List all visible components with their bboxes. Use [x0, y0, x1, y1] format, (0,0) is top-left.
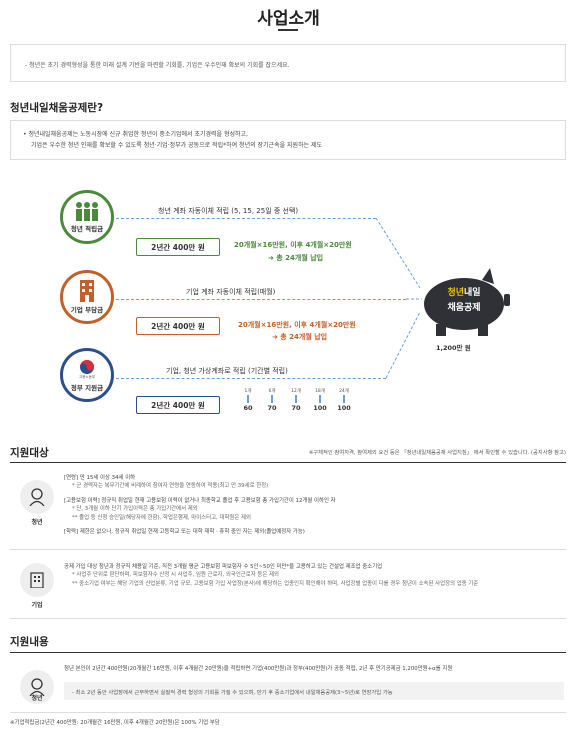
gov-schedule-month: 1개 [244, 389, 252, 394]
youth-insurance: [고용보험 이력] 정규직 취업일 현재 고용보험 이력이 없거나 최종학교 졸… [64, 497, 336, 504]
piggy-bank-icon [424, 268, 510, 336]
support-top-line [10, 652, 566, 653]
gov-schedule: 1개 60 6개 70 12개 70 18개 100 24개 100 [236, 388, 366, 420]
building-icon [80, 280, 94, 302]
overview-heading: 청년내일채움공제란? [10, 102, 104, 114]
gov-schedule-month: 24개 [339, 389, 349, 394]
gov-pill: 2년간 400만 원 [136, 396, 220, 414]
target-youth-label: 청년 [31, 519, 43, 526]
gov-schedule-item: 18개 100 [308, 388, 332, 412]
gov-head: 기업, 청년 가상계좌로 적립 (기간별 적립) [166, 367, 288, 375]
person-icon [29, 488, 45, 506]
youth-education: [학력] 제한은 없으나, 정규직 취업일 현재 고등학교 또는 대학 재학 ·… [64, 528, 305, 535]
gov-seal-text: 고용노동부 [78, 374, 96, 379]
gov-schedule-tick [247, 395, 249, 403]
company-dash [116, 299, 406, 300]
gov-circle-label: 정부 지원금 [70, 383, 104, 392]
youth-insurance-sub1: * 단, 3개월 이하 단기 가입이력은 총 가입기간에서 제외 [72, 506, 198, 513]
target-divider [10, 549, 566, 550]
company-criteria-sub2: ** 중소기업 여부는 해당 기업의 산업분류, 기업 규모, 고용보험 가입 … [72, 580, 479, 587]
youth-circle: 청년 적립금 [60, 190, 114, 244]
gov-schedule-month: 12개 [291, 389, 301, 394]
gov-dash [116, 378, 386, 379]
target-bottom-line [10, 618, 566, 619]
people-icon [76, 202, 98, 221]
footnote: ※기업적립금(2년간 400만원: 20개월간 16만원, 이후 4개월간 20… [10, 720, 220, 726]
company-criteria: 공제 가입 대상 청년과 정규직 채용일 기준, 직전 3개월 평균 고용보험 … [64, 564, 383, 570]
youth-age-sub: * 군 경력자는 복무기간에 비례하여 참여자 연령을 연동하여 적용(최고 만… [72, 483, 269, 490]
pig-label-2: 채움공제 [447, 303, 481, 313]
target-company-icon [20, 563, 54, 597]
gov-schedule-amount: 100 [337, 404, 351, 412]
gov-schedule-tick [319, 395, 321, 403]
taegeuk-icon [80, 359, 94, 374]
company-money-1: 20개월×16만원, 이후 4개월×20만원 [238, 321, 356, 329]
gov-schedule-tick [343, 395, 345, 403]
company-head: 기업 계좌 자동이체 적립(매월) [186, 288, 276, 296]
pig-label-youth: 청년 [447, 288, 464, 298]
youth-money-2: ➜ 총 24개월 납입 [268, 254, 324, 262]
youth-money-1: 20개월×16만원, 이후 4개월×20만원 [234, 241, 352, 249]
gov-schedule-month: 6개 [268, 389, 276, 394]
company-money-2: ➜ 총 24개월 납입 [272, 333, 328, 341]
company-pill: 2년간 400만 원 [136, 317, 220, 335]
company-circle: 기업 부담금 [60, 270, 114, 324]
gov-schedule-item: 12개 70 [284, 388, 308, 412]
target-note: ※구체적인 참여자격, 참여제외 요건 등은 「청년내일채움공제 사업지침」 에… [308, 450, 566, 456]
overview-line-2: 기업은 우수한 청년 인재를 확보할 수 있도록 청년·기업·정부가 공동으로 … [31, 141, 323, 149]
youth-insurance-sub2: ** 졸업 등 신청 승인일(해당자에 한함), 학업은행제, 마이스터고, 대… [72, 514, 251, 521]
intro-box: - 청년은 초기 경력형성을 통한 미래 설계 기반을 마련할 기회를, 기업은… [10, 44, 566, 82]
support-text-2-box: - 최소 2년 동안 사업장에서 근무하면서 실질적 경력 형성의 기회를 가질… [64, 682, 564, 700]
target-youth-text: [연령] 만 15세 이상 34세 이하 * 군 경력자는 복무기간에 비례하여… [64, 474, 564, 536]
target-company-label: 기업 [31, 602, 43, 609]
support-youth-label: 청년 [31, 695, 43, 702]
youth-age: [연령] 만 15세 이상 34세 이하 [64, 475, 136, 481]
target-company-text: 공제 가입 대상 청년과 정규직 채용일 기준, 직전 3개월 평균 고용보험 … [64, 563, 564, 588]
target-heading: 지원대상 [10, 447, 49, 459]
support-text-1: 청년 본인이 2년간 400만원(20개월간 16만원, 이후 4개월간 20만… [64, 666, 453, 672]
gov-schedule-item: 24개 100 [332, 388, 356, 412]
gov-schedule-amount: 70 [291, 404, 301, 412]
gov-circle: 고용노동부 정부 지원금 [60, 348, 114, 402]
page-title: 사업소개 [257, 9, 320, 29]
pig-label-tomorrow: 내일 [464, 288, 481, 298]
gov-schedule-tick [295, 395, 297, 403]
youth-pill: 2년간 400만 원 [136, 238, 220, 256]
office-icon [30, 572, 44, 588]
company-criteria-sub1: * 사업주 단위로 판단하며, 피보험자수 산정 시 사업주, 임원 근로자, … [72, 572, 279, 579]
gov-schedule-month: 18개 [315, 389, 325, 394]
gov-schedule-item: 6개 70 [260, 388, 284, 412]
gov-schedule-amount: 100 [313, 404, 327, 412]
gov-schedule-tick [271, 395, 273, 403]
support-bottom-line [10, 712, 566, 713]
intro-text: - 청년은 초기 경력형성을 통한 미래 설계 기반을 마련할 기회를, 기업은… [25, 62, 290, 69]
gov-schedule-amount: 60 [243, 404, 253, 412]
overview-box: • 청년내일채움공제는 노동시장에 신규 취업한 청년이 중소기업에서 초기경력… [10, 120, 566, 160]
support-youth-icon [20, 670, 54, 704]
youth-dash [116, 218, 376, 219]
person-icon [29, 678, 45, 696]
support-heading: 지원내용 [10, 636, 49, 648]
company-circle-label: 기업 부담금 [70, 306, 104, 314]
title-underline [278, 29, 298, 31]
overview-line-1: • 청년내일채움공제는 노동시장에 신규 취업한 청년이 중소기업에서 초기경력… [23, 131, 248, 138]
target-youth-icon [20, 480, 54, 514]
youth-circle-label: 청년 적립금 [70, 225, 104, 233]
support-text-2: - 최소 2년 동안 사업장에서 근무하면서 실질적 경력 형성의 기회를 가질… [72, 690, 393, 696]
pig-total: 1,200만 원 [436, 344, 471, 352]
youth-head: 청년 계좌 자동이체 적립 (5, 15, 25일 중 선택) [158, 207, 299, 215]
arrow-lines [375, 217, 422, 379]
target-top-line [10, 462, 566, 463]
gov-schedule-amount: 70 [267, 404, 277, 412]
pig-label-1: 청년내일 [426, 285, 502, 298]
gov-schedule-item: 1개 60 [236, 388, 260, 412]
